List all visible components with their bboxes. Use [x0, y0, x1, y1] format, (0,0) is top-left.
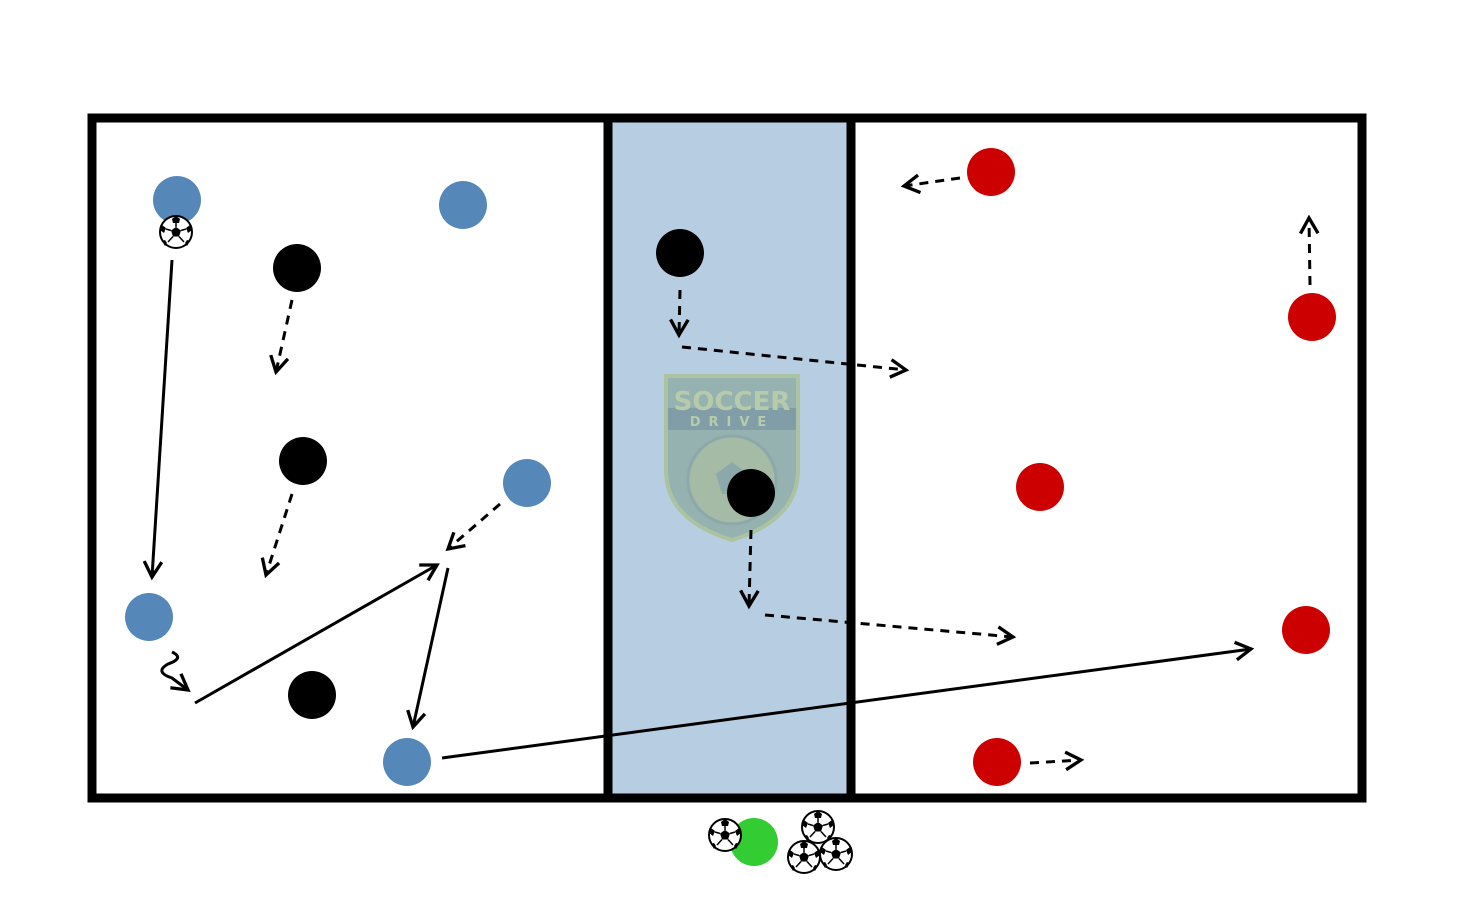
black-player	[288, 671, 336, 719]
red-player	[1016, 463, 1064, 511]
coach-player	[730, 818, 778, 866]
dribble-arrow	[160, 650, 188, 690]
logo-title: SOCCER	[674, 387, 791, 417]
soccer-ball-icon	[708, 818, 742, 852]
blue-player	[125, 593, 173, 641]
black-player	[279, 437, 327, 485]
soccer-ball-icon	[787, 840, 821, 874]
red-player	[1282, 606, 1330, 654]
blue-player	[383, 738, 431, 786]
run-arrow	[681, 345, 906, 370]
pass-arrow	[152, 259, 174, 577]
blue-player	[503, 459, 551, 507]
black-player	[727, 469, 775, 517]
pass-arrow	[194, 565, 437, 705]
red-team	[967, 148, 1336, 786]
black-player	[656, 229, 704, 277]
run-arrow	[266, 493, 294, 575]
black-team	[273, 229, 775, 719]
run-arrow	[1029, 760, 1081, 763]
blue-player	[439, 181, 487, 229]
field-outline	[87, 113, 1367, 803]
soccer-drive-logo: SOCCER DRIVE	[664, 374, 800, 543]
soccer-ball-icon	[159, 215, 193, 249]
pass-arrow	[413, 567, 450, 727]
run-lines	[266, 178, 1310, 763]
run-arrow	[1309, 218, 1310, 286]
red-player	[1288, 293, 1336, 341]
run-arrow	[749, 529, 751, 606]
run-arrow	[679, 289, 680, 335]
pass-lines	[152, 259, 1251, 760]
run-arrow	[904, 178, 961, 186]
red-player	[973, 738, 1021, 786]
blue-team	[125, 176, 551, 786]
run-arrow	[276, 299, 294, 372]
blue-player	[153, 176, 201, 224]
red-player	[967, 148, 1015, 196]
pass-arrow	[441, 649, 1251, 760]
logo-subtitle: DRIVE	[690, 415, 775, 430]
black-player	[273, 244, 321, 292]
soccer-ball-icon	[819, 837, 853, 871]
run-arrow	[448, 502, 501, 549]
soccer-ball-icon	[801, 810, 835, 844]
